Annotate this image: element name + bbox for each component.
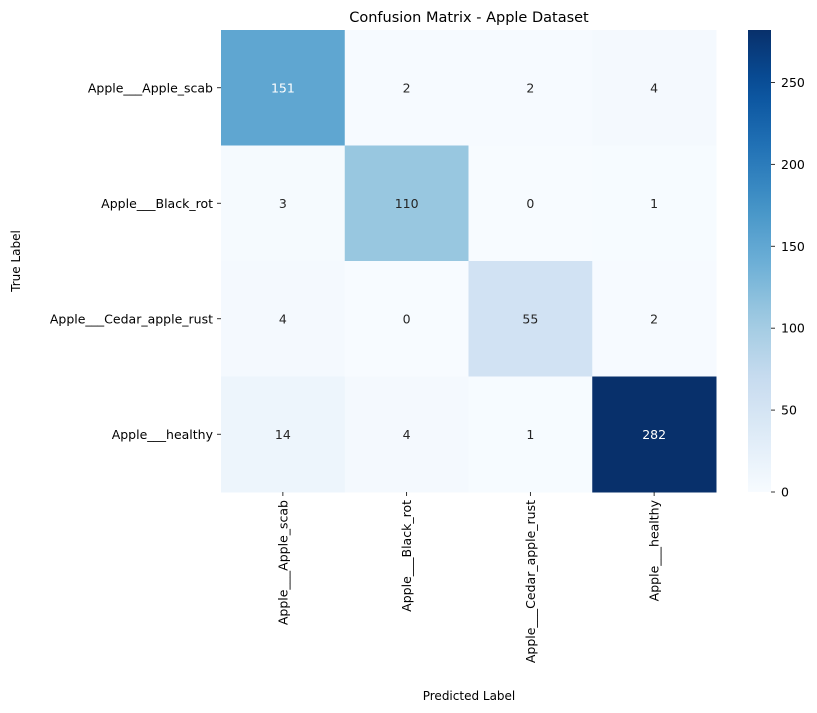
heatmap-cell	[592, 145, 717, 262]
heatmap-cell	[221, 145, 346, 262]
heatmap-cell	[221, 261, 346, 377]
cell-value-label: 2	[526, 80, 534, 95]
heatmap-cell	[344, 376, 469, 493]
y-tick-label: Apple___Cedar_apple_rust	[50, 311, 213, 326]
y-tick-label: Apple___Black_rot	[101, 196, 213, 211]
x-tick-label: Apple___Apple_scab	[275, 500, 290, 625]
heatmap-cell	[468, 145, 593, 262]
cell-value-label: 4	[650, 80, 658, 95]
cell-value-label: 1	[650, 196, 658, 211]
heatmap-cell	[468, 30, 593, 146]
cell-value-label: 282	[642, 427, 666, 442]
colorbar-tick-label: 0	[781, 485, 789, 500]
y-tick-label: Apple___Apple_scab	[88, 80, 213, 95]
heatmap-cell	[592, 261, 717, 377]
cell-value-label: 4	[279, 311, 287, 326]
cell-value-label: 0	[403, 311, 411, 326]
y-tick-label: Apple___healthy	[112, 427, 214, 442]
colorbar	[748, 30, 771, 492]
cell-value-label: 151	[271, 80, 295, 95]
heatmap-cell	[221, 30, 346, 146]
heatmap-cell	[344, 261, 469, 377]
heatmap-cell	[592, 376, 717, 493]
cell-value-label: 2	[403, 80, 411, 95]
x-tick-label: Apple___Black_rot	[399, 500, 414, 612]
heatmap-cell	[468, 261, 593, 377]
x-axis-label: Predicted Label	[423, 689, 516, 703]
heatmap-cell	[221, 376, 346, 493]
cell-value-label: 14	[275, 427, 291, 442]
cell-value-label: 55	[522, 311, 538, 326]
cell-value-label: 2	[650, 311, 658, 326]
colorbar-tick-label: 200	[781, 157, 805, 172]
heatmap-cell	[468, 376, 593, 493]
cell-value-label: 4	[403, 427, 411, 442]
x-tick-label: Apple___healthy	[647, 499, 662, 601]
heatmap-cell	[592, 30, 717, 146]
cell-value-label: 1	[526, 427, 534, 442]
chart-title: Confusion Matrix - Apple Dataset	[349, 10, 589, 26]
colorbar-tick-label: 250	[781, 75, 805, 90]
cell-value-label: 0	[526, 196, 534, 211]
heatmap-cell	[344, 30, 469, 146]
colorbar-tick-label: 100	[781, 321, 805, 336]
cell-value-label: 3	[279, 196, 287, 211]
heatmap-cell	[344, 145, 469, 262]
colorbar-tick-label: 50	[781, 403, 797, 418]
x-tick-label: Apple___Cedar_apple_rust	[523, 500, 538, 663]
y-axis-label: True Label	[9, 230, 23, 293]
colorbar-tick-label: 150	[781, 239, 805, 254]
cell-value-label: 110	[395, 196, 419, 211]
